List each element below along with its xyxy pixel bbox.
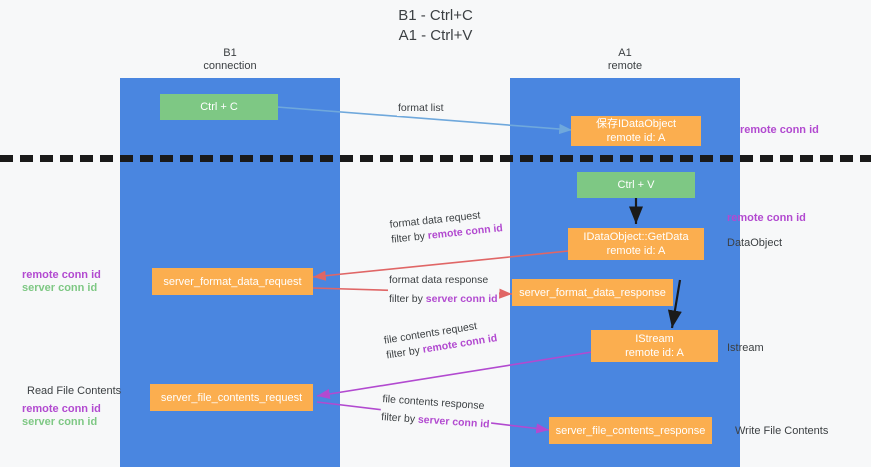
annotation-istream: Istream <box>727 342 764 354</box>
edge-label-format-data-request: format data request filter by remote con… <box>388 206 505 248</box>
annotation-left-server-conn-id-2: server conn id <box>22 416 98 428</box>
annotation-left-remote-conn-id-2: remote conn id <box>22 403 101 415</box>
server-conn-id-highlight: server conn id <box>425 293 498 305</box>
edge-label-format-data-response: format data response filter by server co… <box>388 273 499 307</box>
node-idataobject-create[interactable]: 保存IDataObject remote id: A <box>571 116 701 146</box>
edge-label-file-contents-response: file contents response filter by server … <box>379 392 493 433</box>
server-conn-id-highlight: server conn id <box>417 413 490 431</box>
edge-label-file-contents-request: file contents request filter by remote c… <box>382 316 500 364</box>
node-istream[interactable]: IStream remote id: A <box>591 330 718 362</box>
edge-label-line1: format data response <box>389 274 489 286</box>
annotation-remote-conn-id-mid: remote conn id <box>727 212 806 224</box>
annotation-remote-conn-id-top: remote conn id <box>740 124 819 136</box>
column-header-a1: A1 remote <box>607 47 643 72</box>
filter-prefix: filter by <box>390 229 429 246</box>
edge-label-line2: filter by server conn id <box>389 292 498 307</box>
node-idataobject-getdata[interactable]: IDataObject::GetData remote id: A <box>568 228 704 260</box>
annotation-left-server-conn-id: server conn id <box>22 282 98 294</box>
annotation-write-file-contents: Write File Contents <box>735 425 829 437</box>
edge-label-format-list: format list <box>397 101 445 116</box>
node-ctrl-v[interactable]: Ctrl + V <box>577 172 695 198</box>
node-server-file-contents-response[interactable]: server_file_contents_response <box>549 417 712 444</box>
annotation-read-file-contents: Read File Contents <box>27 385 122 397</box>
node-server-format-data-request[interactable]: server_format_data_request <box>152 268 313 295</box>
section-divider <box>0 155 871 162</box>
filter-prefix: filter by <box>380 411 419 426</box>
node-ctrl-c[interactable]: Ctrl + C <box>160 94 278 120</box>
filter-prefix: filter by <box>389 293 426 305</box>
annotation-left-remote-conn-id: remote conn id <box>22 269 101 281</box>
column-header-b1: B1 connection <box>203 47 257 72</box>
annotation-dataobject: DataObject <box>727 237 783 249</box>
node-server-file-contents-request[interactable]: server_file_contents_request <box>150 384 313 411</box>
diagram-title: B1 - Ctrl+C A1 - Ctrl+V <box>398 7 473 44</box>
node-server-format-data-response[interactable]: server_format_data_response <box>512 279 673 306</box>
